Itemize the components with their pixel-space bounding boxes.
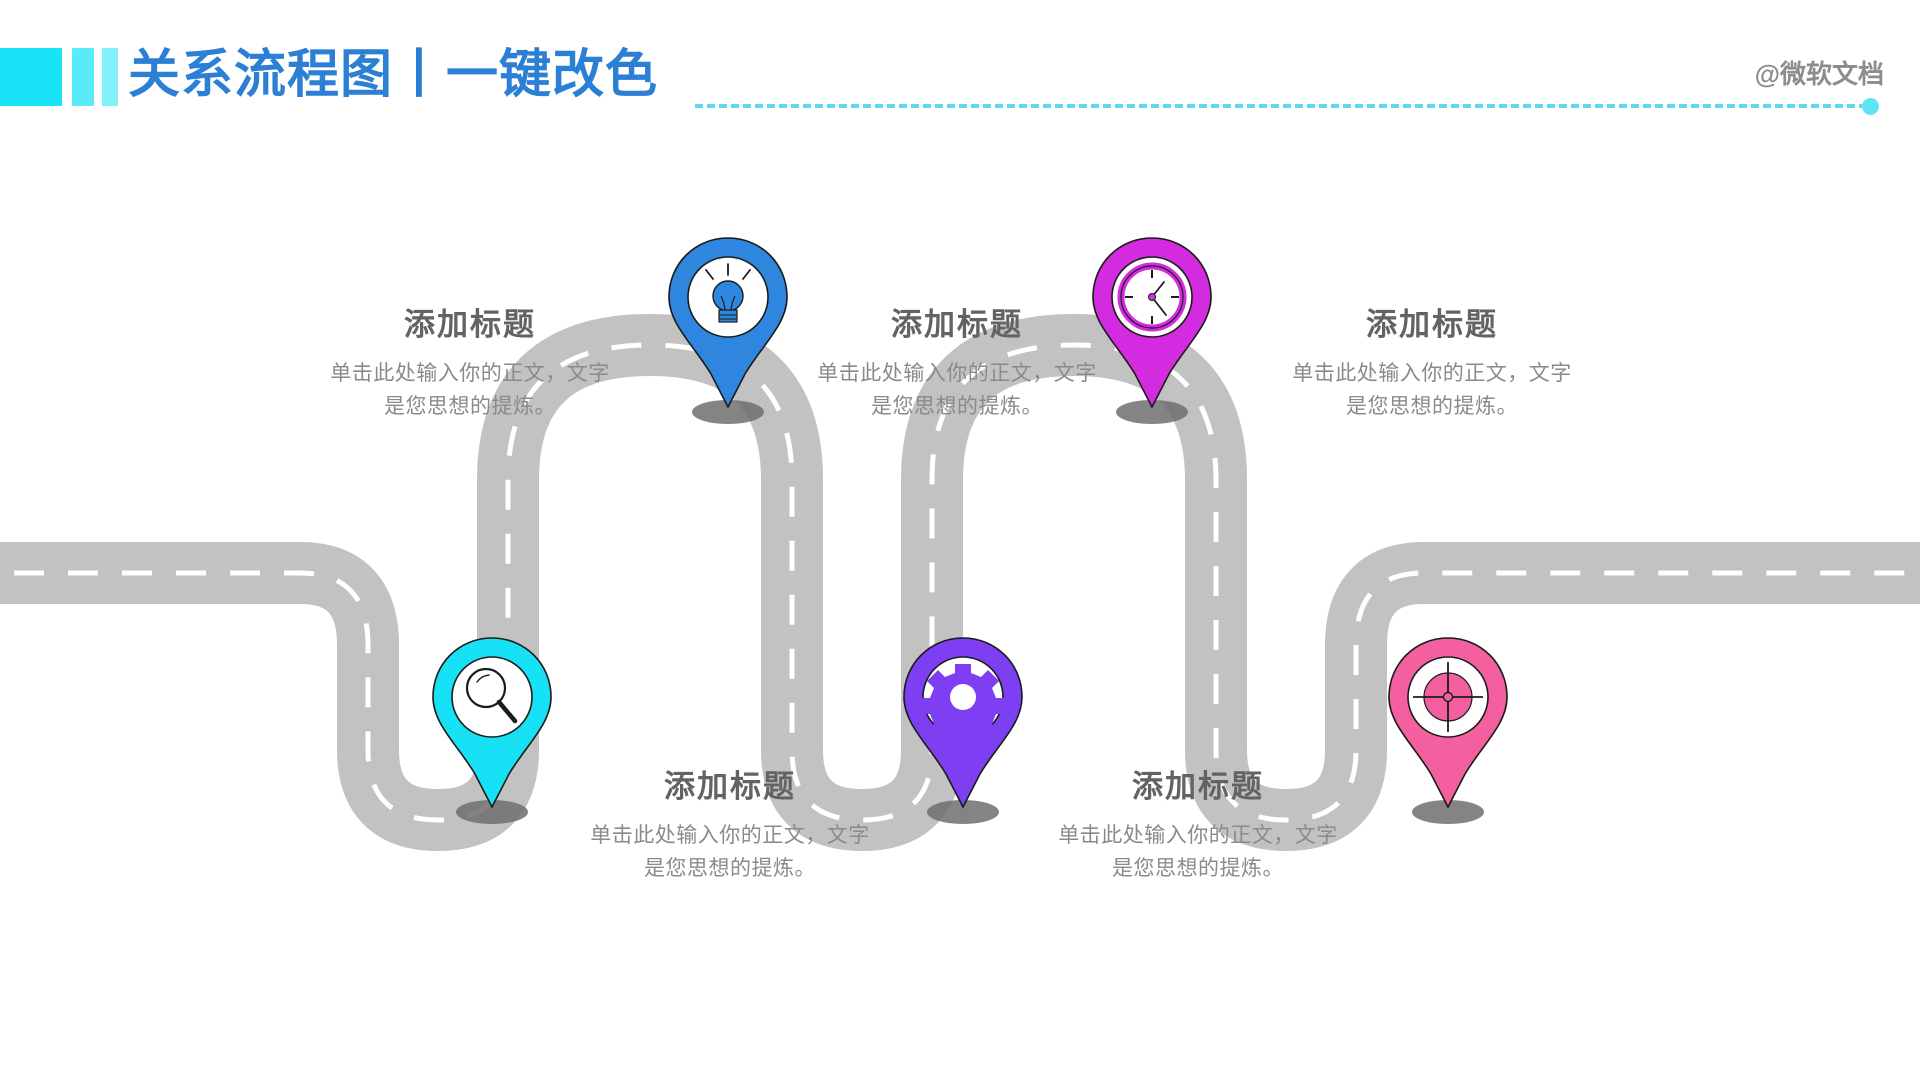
caption-body-line2: 是您思想的提炼。 <box>871 395 1043 418</box>
caption-step-5: 添加标题 单击此处输入你的正文，文字 是您思想的提炼。 <box>1262 305 1602 423</box>
caption-step-3: 添加标题 单击此处输入你的正文，文字 是您思想的提炼。 <box>787 305 1127 423</box>
caption-body-line1: 单击此处输入你的正文，文字 <box>817 362 1097 385</box>
caption-step-1: 添加标题 单击此处输入你的正文，文字 是您思想的提炼。 <box>300 305 640 423</box>
caption-body-line1: 单击此处输入你的正文，文字 <box>1292 362 1572 385</box>
accent-bar-primary <box>0 48 62 106</box>
target-icon <box>1388 637 1508 809</box>
caption-body-line2: 是您思想的提炼。 <box>1346 395 1518 418</box>
pin-marker-lightbulb[interactable] <box>663 232 793 412</box>
page-header: 关系流程图丨一键改色 @微软文档 <box>0 0 1920 140</box>
caption-title: 添加标题 <box>1366 307 1498 342</box>
title-divider-dashed <box>695 104 1867 108</box>
page-title: 关系流程图丨一键改色 <box>128 46 659 104</box>
caption-body-line1: 单击此处输入你的正文，文字 <box>330 362 610 385</box>
caption-step-2: 添加标题 单击此处输入你的正文，文字 是您思想的提炼。 <box>560 767 900 885</box>
caption-body-line1: 单击此处输入你的正文，文字 <box>1058 824 1338 847</box>
caption-body-line2: 是您思想的提炼。 <box>1112 857 1284 880</box>
pin-shadows <box>456 400 1484 824</box>
watermark-label: @微软文档 <box>1754 59 1884 89</box>
caption-title: 添加标题 <box>404 307 536 342</box>
clock-icon <box>1092 237 1212 409</box>
caption-title: 添加标题 <box>664 769 796 804</box>
lightbulb-icon <box>668 237 788 409</box>
caption-body-line2: 是您思想的提炼。 <box>384 395 556 418</box>
pin-marker-target[interactable] <box>1383 632 1513 812</box>
gear-icon <box>903 637 1023 809</box>
caption-body-line2: 是您思想的提炼。 <box>644 857 816 880</box>
title-divider-end-dot <box>1862 98 1879 115</box>
pin-marker-clock[interactable] <box>1087 232 1217 412</box>
accent-bar-secondary <box>72 48 94 106</box>
caption-title: 添加标题 <box>891 307 1023 342</box>
pin-marker-magnifier[interactable] <box>427 632 557 812</box>
magnifier-icon <box>432 637 552 809</box>
caption-title: 添加标题 <box>1132 769 1264 804</box>
caption-body-line1: 单击此处输入你的正文，文字 <box>590 824 870 847</box>
pin-marker-gear[interactable] <box>898 632 1028 812</box>
caption-step-4: 添加标题 单击此处输入你的正文，文字 是您思想的提炼。 <box>1028 767 1368 885</box>
accent-bar-tertiary <box>102 48 118 106</box>
